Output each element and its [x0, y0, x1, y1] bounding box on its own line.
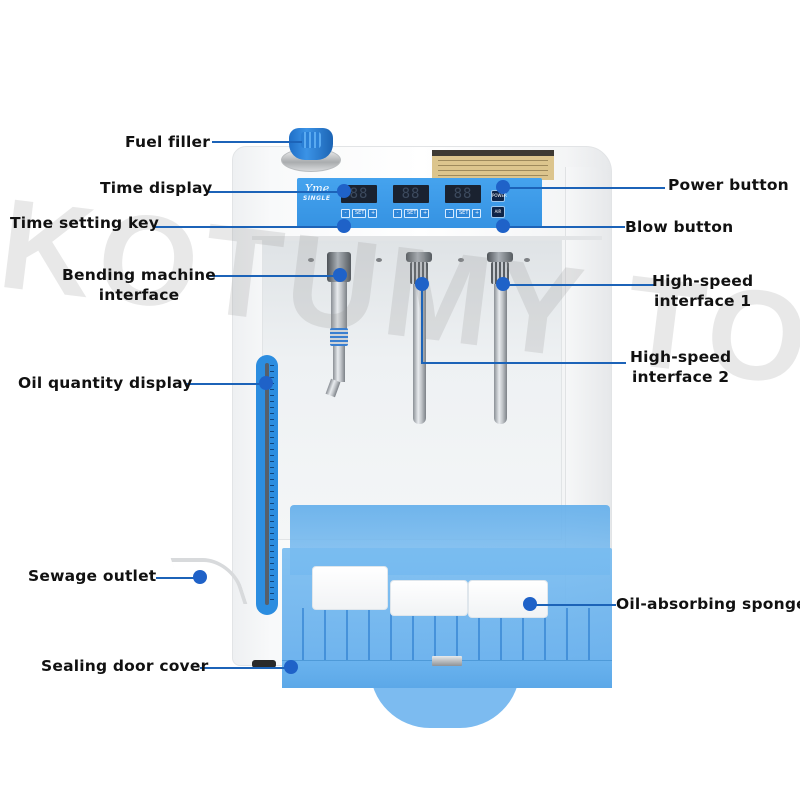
label-sewage-outlet: Sewage outlet — [28, 567, 157, 585]
label-high-speed-interface-1: High-speed interface 1 — [652, 271, 753, 311]
marker-oil-absorbing-sponge — [523, 597, 537, 611]
timer-1-minus-button[interactable]: - — [341, 209, 350, 218]
label-blow-button: Blow button — [625, 218, 734, 236]
machine-foot — [252, 660, 276, 668]
screw-icon — [376, 258, 382, 262]
label-hs2-line1: High-speed — [630, 348, 732, 366]
oil-level-tube — [265, 363, 269, 605]
label-oil-quantity-display: Oil quantity display — [18, 374, 193, 392]
gauge-tick-marks — [270, 365, 274, 603]
time-display-3: 88 — [445, 185, 481, 203]
timer-2: 88 - SET + — [393, 185, 429, 218]
timer-2-plus-button[interactable]: + — [420, 209, 429, 218]
label-high-speed-interface-2: High-speed interface 2 — [630, 347, 731, 387]
screw-icon — [524, 258, 530, 262]
label-bending-line2: interface — [98, 286, 180, 304]
marker-high-speed-interface-2 — [415, 277, 429, 291]
label-fuel-filler: Fuel filler — [125, 133, 211, 151]
leader-sealing-door-cover — [200, 667, 291, 669]
marker-sealing-door-cover — [284, 660, 298, 674]
blow-button[interactable]: AIR — [491, 206, 505, 218]
handpiece-chamber — [262, 240, 562, 540]
leader-power-button — [503, 187, 665, 189]
timer-2-set-button[interactable]: SET — [404, 209, 418, 218]
fuel-filler-cap[interactable] — [289, 128, 333, 160]
label-time-display: Time display — [100, 179, 213, 197]
oil-quantity-gauge — [256, 355, 278, 615]
label-hs1-line2: interface 1 — [654, 292, 752, 310]
leader-oil-quantity-display — [186, 383, 266, 385]
leader-oil-absorbing-sponge — [530, 604, 616, 606]
label-oil-absorbing-sponge: Oil-absorbing sponge — [616, 595, 800, 613]
leader-high-speed-interface-2 — [421, 362, 626, 364]
label-hs2-line2: interface 2 — [632, 368, 730, 386]
screw-icon — [308, 258, 314, 262]
label-bending-line1: Bending machine — [62, 266, 216, 284]
leader-blow-button — [503, 226, 625, 228]
door-latch[interactable] — [432, 656, 462, 666]
sponge-3 — [468, 580, 548, 618]
timer-3: 88 - SET + — [445, 185, 481, 218]
marker-oil-quantity-display — [259, 376, 273, 390]
marker-power-button — [496, 180, 510, 194]
cap-grip-icon — [301, 132, 321, 148]
label-bending-machine-interface: Bending machine interface — [62, 265, 216, 305]
panel-shelf — [252, 236, 602, 240]
sponge-2 — [390, 580, 468, 616]
marker-high-speed-interface-1 — [496, 277, 510, 291]
timer-3-minus-button[interactable]: - — [445, 209, 454, 218]
label-time-setting-key: Time setting key — [10, 214, 160, 232]
leader-high-speed-interface-1 — [503, 284, 656, 286]
label-power-button: Power button — [668, 176, 789, 194]
brand-sub: SINGLE — [303, 195, 331, 202]
timer-3-set-button[interactable]: SET — [456, 209, 470, 218]
label-sealing-door-cover: Sealing door cover — [41, 657, 209, 675]
brand-logo: Yme — [305, 182, 330, 195]
timer-1-set-button[interactable]: SET — [352, 209, 366, 218]
marker-time-display — [337, 184, 351, 198]
warning-sticker — [432, 150, 554, 180]
label-hs1-line1: High-speed — [652, 272, 754, 290]
time-display-2: 88 — [393, 185, 429, 203]
marker-bending-machine-interface — [333, 268, 347, 282]
screw-icon — [458, 258, 464, 262]
leader-high-speed-interface-2-vertical — [421, 284, 423, 362]
timer-1-plus-button[interactable]: + — [368, 209, 377, 218]
sticker-text-lines — [438, 160, 548, 176]
marker-sewage-outlet — [193, 570, 207, 584]
leader-time-display — [208, 191, 344, 193]
leader-fuel-filler — [212, 141, 302, 143]
leader-time-setting-key — [154, 226, 344, 228]
timer-3-plus-button[interactable]: + — [472, 209, 481, 218]
marker-time-setting-key — [337, 219, 351, 233]
marker-blow-button — [496, 219, 510, 233]
timer-2-minus-button[interactable]: - — [393, 209, 402, 218]
sponge-1 — [312, 566, 388, 610]
leader-bending-machine-interface — [206, 275, 340, 277]
leader-sewage-outlet — [156, 577, 200, 579]
